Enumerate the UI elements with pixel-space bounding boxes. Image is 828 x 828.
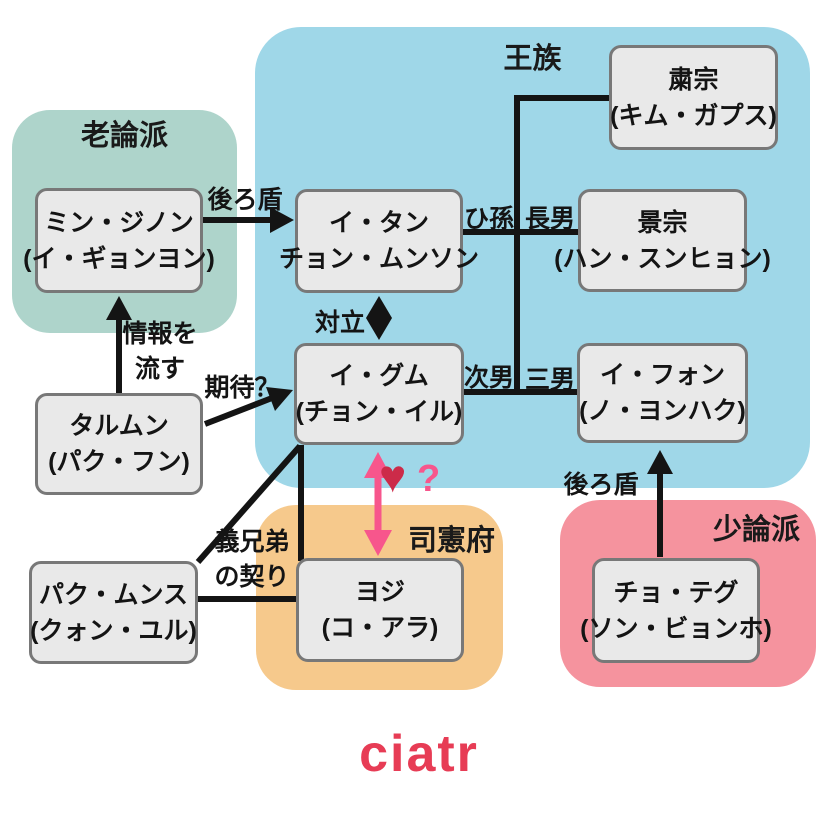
arrowhead-love-down	[364, 530, 392, 556]
line-sworn-brothers	[195, 444, 303, 564]
heart-icon: ♥	[379, 450, 407, 502]
arrowhead-backing-noron	[270, 207, 294, 233]
character-name: パク・ムンス	[38, 580, 188, 609]
label-leak-info-line2: 流す	[134, 355, 185, 383]
label-sworn-brothers: 義兄弟 の契り	[202, 525, 302, 595]
region-noron-faction-label: 老論派	[80, 120, 168, 152]
label-conflict: 対立	[314, 309, 365, 337]
region-saheonbu-office-label: 司憲府	[407, 525, 495, 557]
character-box-yoji: ヨジ (コ・アラ)	[296, 558, 464, 662]
region-royal-family-label: 王族	[503, 43, 562, 75]
label-sworn-brothers-line2: の契り	[214, 563, 290, 591]
character-box-i-hwon: イ・フォン (ノ・ヨンハク)	[577, 343, 748, 443]
character-actor: チョン・ムンソン	[279, 245, 480, 273]
label-great-grandson: ひ孫	[463, 205, 514, 233]
character-box-i-tan: イ・タン チョン・ムンソン	[279, 189, 479, 293]
line-family-trunk	[514, 95, 609, 392]
character-name: タルムン	[69, 412, 169, 440]
character-actor: (ハン・スンヒョン)	[554, 244, 771, 273]
label-leak-info: 情報を 流す	[110, 317, 210, 387]
character-name: ミン・ジノン	[44, 208, 194, 237]
arrowhead-expectation	[266, 387, 293, 411]
character-actor: (ソン・ビョンホ)	[580, 614, 772, 643]
label-sworn-brothers-line1: 義兄弟	[214, 528, 290, 556]
arrowhead-backing-soron	[647, 450, 673, 474]
character-name: 景宗	[637, 208, 688, 237]
character-actor: (ノ・ヨンハク)	[579, 397, 746, 425]
ciatr-logo: ciatr	[359, 725, 479, 783]
character-box-park-munsu: パク・ムンス (クォン・ユル)	[29, 561, 198, 664]
character-box-gyeongjong: 景宗 (ハン・スンヒョン)	[554, 189, 771, 292]
region-soron-faction-label: 少論派	[712, 514, 800, 546]
line-expectation	[203, 395, 274, 427]
character-actor: (コ・アラ)	[321, 614, 439, 642]
arrowhead-leak-info	[106, 296, 132, 320]
character-actor: (パク・フン)	[48, 448, 190, 476]
character-actor: (チョン・イル)	[295, 398, 463, 426]
character-actor: (クォン・ユル)	[30, 616, 197, 645]
label-second-son: 次男	[463, 364, 514, 392]
character-box-cho-taegu: チョ・テグ (ソン・ビョンホ)	[580, 558, 772, 663]
character-box-sukjong: 粛宗 (キム・ガプス)	[609, 45, 778, 150]
character-actor: (キム・ガプス)	[610, 101, 777, 130]
character-name: イ・グム	[329, 362, 429, 390]
character-box-min-jinon: ミン・ジノン (イ・ギョンヨン)	[23, 188, 215, 293]
label-backing-soron: 後ろ盾	[563, 471, 639, 499]
character-box-talmun: タルムン (パク・フン)	[35, 393, 203, 495]
character-name: 粛宗	[668, 65, 719, 94]
arrowhead-love-up	[364, 452, 392, 478]
label-expectation: 期待？	[204, 374, 280, 402]
character-actor: (イ・ギョンヨン)	[23, 244, 215, 273]
character-name: ヨジ	[354, 578, 405, 606]
label-leak-info-line1: 情報を	[122, 320, 198, 348]
arrowhead-conflict-down	[366, 318, 392, 340]
love-question-mark: ?	[417, 458, 441, 500]
label-backing-noron: 後ろ盾	[207, 186, 283, 214]
arrowhead-conflict-up	[366, 296, 392, 318]
character-name: イ・フォン	[599, 361, 725, 389]
character-box-i-geum: イ・グム (チョン・イル)	[294, 343, 464, 445]
character-name: イ・タン	[328, 209, 429, 237]
label-third-son: 三男	[524, 366, 575, 394]
character-name: チョ・テグ	[613, 578, 739, 607]
label-eldest-son: 長男	[524, 205, 575, 233]
